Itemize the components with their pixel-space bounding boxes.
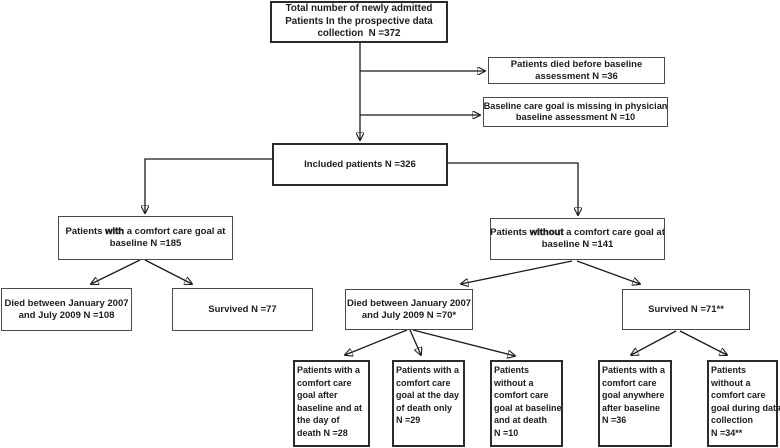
node-included-patients: Included patients N =326 (272, 143, 448, 186)
connector-without-goal-to-died (461, 260, 573, 284)
node-total-admitted: Total number of newly admitted Patients … (270, 1, 448, 43)
node-no-goal-at-baseline-and-death: Patients without a comfort care goal at … (490, 360, 563, 447)
node-survived-with-goal: Survived N =77 (172, 288, 313, 331)
with-goal-post: a comfort care goal at baseline N =185 (109, 226, 226, 249)
node-care-goal-missing: Baseline care goal is missing in physici… (483, 97, 668, 127)
node-survived-with-goal-label: Survived N =77 (208, 303, 277, 315)
node-no-goal-during-data-collection-label: Patients without a comfort care goal dur… (711, 365, 780, 438)
node-died-without-goal-label: Died between January 2007 and July 2009 … (346, 297, 472, 321)
node-without-comfort-goal-label: Patients without a comfort care goal at … (490, 227, 665, 251)
node-died-without-goal: Died between January 2007 and July 2009 … (345, 289, 473, 330)
node-died-before-baseline-label: Patients died before baseline assessment… (510, 59, 643, 82)
node-goal-at-day-of-death-only: Patients with a comfort care goal at the… (392, 360, 465, 447)
node-no-goal-during-data-collection: Patients without a comfort care goal dur… (707, 360, 780, 447)
connector-with-goal-to-survived (144, 259, 192, 284)
without-goal-post: a comfort care goal at baseline N =141 (541, 227, 665, 250)
node-goal-at-day-of-death-only-label: Patients with a comfort care goal at the… (396, 365, 460, 426)
connector-died-to-b2 (409, 329, 421, 355)
without-goal-emph: without (529, 227, 564, 238)
node-total-admitted-label: Total number of newly admitted Patients … (285, 3, 433, 40)
with-goal-emph: with (105, 226, 125, 237)
connector-without-goal-to-survived (576, 260, 640, 284)
node-died-before-baseline: Patients died before baseline assessment… (488, 57, 665, 84)
connector-died-to-b1 (345, 329, 408, 355)
connector-included-to-without-goal (448, 162, 578, 215)
connector-included-to-with-goal (145, 158, 272, 213)
node-goal-anywhere-after-baseline-label: Patients with a comfort care goal anywhe… (602, 365, 666, 426)
node-care-goal-missing-label: Baseline care goal is missing in physici… (483, 100, 668, 123)
node-died-with-goal-label: Died between January 2007 and July 2009 … (4, 297, 129, 321)
connector-survived-to-b4 (631, 330, 677, 355)
node-died-with-goal: Died between January 2007 and July 2009 … (1, 288, 132, 331)
node-included-patients-label: Included patients N =326 (304, 158, 416, 170)
with-goal-pre: Patients (65, 226, 106, 237)
node-without-comfort-goal: Patients without a comfort care goal at … (490, 218, 665, 260)
connector-with-goal-to-died (91, 259, 141, 284)
node-survived-without-goal: Survived N =71** (622, 289, 750, 330)
node-with-comfort-goal-label: Patients with a comfort care goal at bas… (66, 226, 226, 250)
without-goal-pre: Patients (490, 227, 530, 238)
node-no-goal-at-baseline-and-death-label: Patients without a comfort care goal at … (494, 365, 562, 438)
node-goal-anywhere-after-baseline: Patients with a comfort care goal anywhe… (598, 360, 672, 447)
node-survived-without-goal-label: Survived N =71** (648, 303, 724, 315)
connector-died-to-b3 (412, 329, 515, 356)
connector-survived-to-b5 (679, 330, 727, 355)
node-goal-after-baseline-and-at-death: Patients with a comfort care goal after … (293, 360, 370, 447)
node-with-comfort-goal: Patients with a comfort care goal at bas… (58, 216, 233, 260)
node-goal-after-baseline-and-at-death-label: Patients with a comfort care goal after … (297, 365, 363, 438)
